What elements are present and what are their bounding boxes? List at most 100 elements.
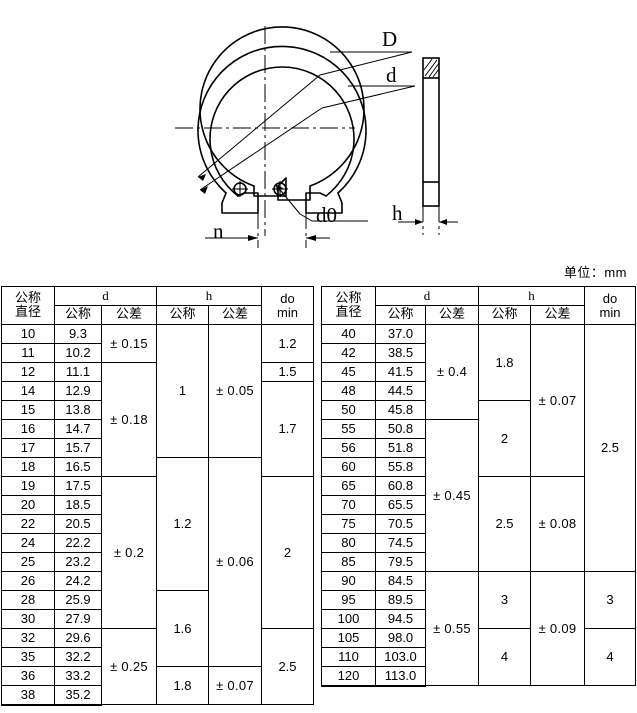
cell-nominal-diameter: 22 <box>1 514 55 534</box>
cell-nominal-diameter: 40 <box>321 324 376 344</box>
header-do-min: do min <box>584 286 636 325</box>
cell-nominal-diameter: 25 <box>1 552 55 572</box>
header-nd-line1: 公称 <box>14 290 41 306</box>
cell-d-nominal: 45.8 <box>375 400 426 420</box>
cell-d-nominal: 12.9 <box>54 381 102 401</box>
unit-note: 单位：mm <box>563 265 627 280</box>
header-nd-line2: 直径 <box>335 304 362 320</box>
cell-h-nominal: 2.5 <box>478 476 531 572</box>
cell-nominal-diameter: 18 <box>1 457 55 477</box>
header-do-line1: do <box>602 290 618 306</box>
cell-nominal-diameter: 90 <box>321 571 376 591</box>
side-view-body <box>422 57 440 207</box>
cell-nominal-diameter: 100 <box>321 609 376 629</box>
cell-d-nominal: 79.5 <box>375 552 426 572</box>
header-nominal-diameter: 公称 直径 <box>1 286 55 325</box>
specification-tables: 公称 直径 d h do min 公称 公差 公称 公差 10 <box>0 286 637 713</box>
header-group-h: h <box>478 286 585 306</box>
cell-h-tolerance: ± 0.07 <box>208 666 262 705</box>
header-row-1: 公称 直径 d h do min <box>1 286 314 325</box>
cell-d-nominal: 94.5 <box>375 609 426 629</box>
header-d-tolerance: 公差 <box>101 305 157 325</box>
cell-h-nominal: 1 <box>156 324 209 458</box>
cell-h-tolerance: ± 0.06 <box>208 457 262 667</box>
header-h-tolerance: 公差 <box>530 305 585 325</box>
cell-h-nominal: 3 <box>478 571 531 629</box>
cell-do-min: 1.5 <box>261 362 314 382</box>
header-do-line1: do <box>280 290 295 306</box>
cell-nominal-diameter: 85 <box>321 552 376 572</box>
label-d: d <box>386 63 397 87</box>
cell-d-nominal: 70.5 <box>375 514 426 534</box>
cell-d-nominal: 113.0 <box>375 666 426 687</box>
header-d-tolerance: 公差 <box>425 305 479 325</box>
cell-d-nominal: 9.3 <box>54 324 102 344</box>
label-d0: d0 <box>316 203 337 227</box>
header-group-h: h <box>156 286 262 306</box>
cell-nominal-diameter: 55 <box>321 419 376 439</box>
header-row-1: 公称 直径 d h do min <box>321 286 636 325</box>
cell-nominal-diameter: 120 <box>321 666 376 687</box>
cell-d-nominal: 38.5 <box>375 343 426 363</box>
label-D: D <box>382 27 397 51</box>
dimension-n <box>205 213 330 248</box>
cell-d-nominal: 20.5 <box>54 514 102 534</box>
cell-d-nominal: 25.9 <box>54 590 102 610</box>
cell-nominal-diameter: 70 <box>321 495 376 515</box>
cell-d-tolerance: ± 0.25 <box>101 628 157 705</box>
header-do-line2: min <box>599 304 621 320</box>
cell-do-min: 1.7 <box>261 381 314 477</box>
cell-d-nominal: 84.5 <box>375 571 426 591</box>
cell-nominal-diameter: 65 <box>321 476 376 496</box>
cell-nominal-diameter: 95 <box>321 590 376 610</box>
cell-d-nominal: 55.8 <box>375 457 426 477</box>
cell-nominal-diameter: 15 <box>1 400 55 420</box>
cell-nominal-diameter: 60 <box>321 457 376 477</box>
retaining-ring-side-view <box>422 57 440 207</box>
cell-nominal-diameter: 14 <box>1 381 55 401</box>
cell-nominal-diameter: 38 <box>1 685 55 706</box>
cell-nominal-diameter: 28 <box>1 590 55 610</box>
cell-d-nominal: 13.8 <box>54 400 102 420</box>
cell-do-min: 1.2 <box>261 324 314 363</box>
cell-nominal-diameter: 20 <box>1 495 55 515</box>
cell-d-nominal: 10.2 <box>54 343 102 363</box>
table-head-left: 公称 直径 d h do min 公称 公差 公称 公差 <box>1 286 314 325</box>
cell-nominal-diameter: 80 <box>321 533 376 553</box>
dimension-h <box>398 206 458 235</box>
cell-nominal-diameter: 42 <box>321 343 376 363</box>
cell-nominal-diameter: 110 <box>321 647 376 667</box>
cell-nominal-diameter: 32 <box>1 628 55 648</box>
cell-nominal-diameter: 16 <box>1 419 55 439</box>
cell-h-nominal: 1.8 <box>478 324 531 401</box>
cell-d-nominal: 37.0 <box>375 324 426 344</box>
header-h-nominal: 公称 <box>478 305 531 325</box>
header-nd-line2: 直径 <box>14 304 41 320</box>
cell-h-tolerance: ± 0.05 <box>208 324 262 458</box>
ring-outer-arc <box>197 45 367 194</box>
header-do-min: do min <box>261 286 314 325</box>
header-do-line2: min <box>277 304 298 320</box>
cell-nominal-diameter: 50 <box>321 400 376 420</box>
cell-nominal-diameter: 75 <box>321 514 376 534</box>
cell-h-nominal: 2 <box>478 400 531 477</box>
spec-table-right-wrapper: 公称 直径 d h do min 公称 公差 公称 公差 40 <box>321 286 636 687</box>
label-n: n <box>213 219 224 243</box>
cell-d-nominal: 16.5 <box>54 457 102 477</box>
cell-d-tolerance: ± 0.45 <box>425 419 479 572</box>
